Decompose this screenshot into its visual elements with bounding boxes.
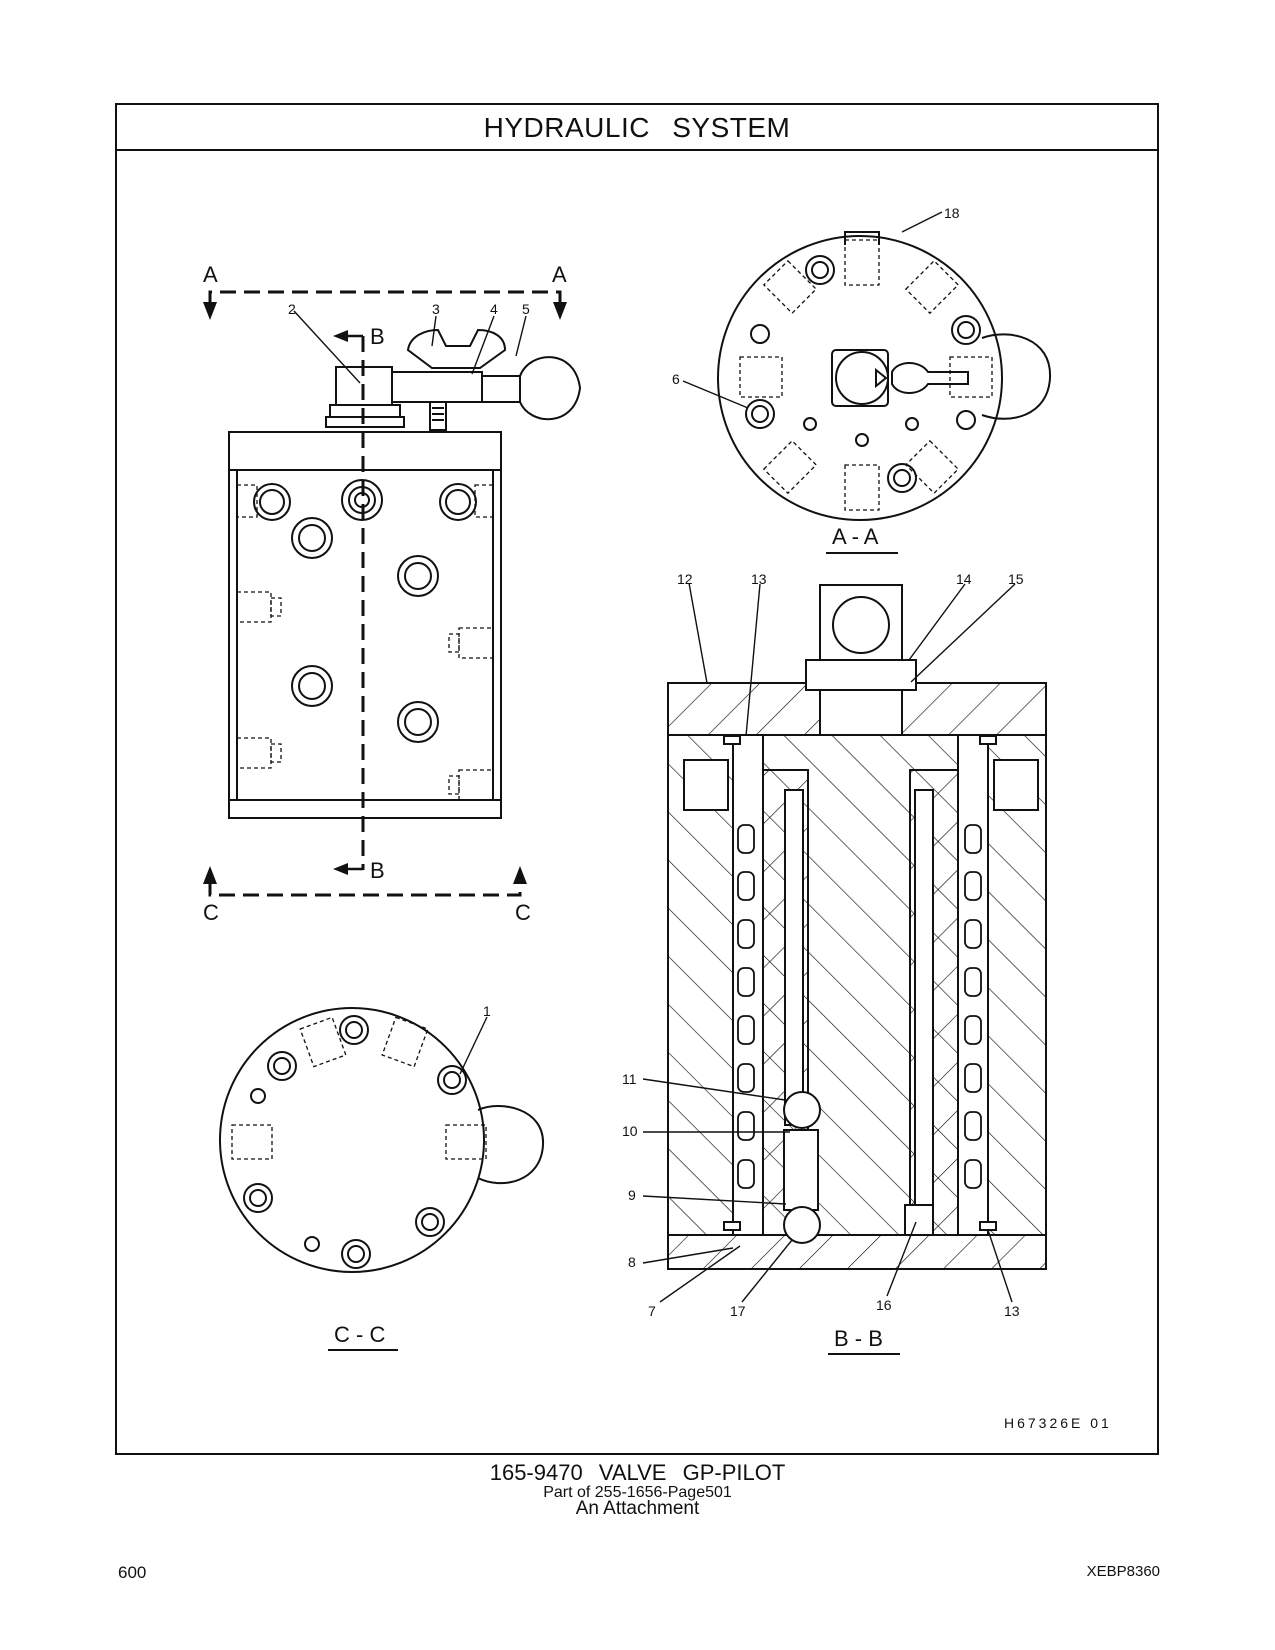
callout-11: 11	[622, 1071, 637, 1087]
section-view-a-a	[717, 231, 1052, 521]
callout-10: 10	[622, 1123, 638, 1139]
section-label-b-top: B	[370, 324, 385, 349]
section-label-a-right: A	[552, 262, 567, 287]
section-view-b-b	[667, 584, 1047, 1270]
callout-9: 9	[628, 1187, 636, 1203]
side-view	[203, 290, 582, 897]
leader-lines	[293, 211, 1016, 1303]
document-code: XEBP8360	[1086, 1563, 1160, 1580]
figure-code: H67326E 01	[1004, 1415, 1112, 1431]
callout-6: 6	[672, 371, 680, 387]
part-subtitle: Part of 255-1656-Page501	[543, 1484, 732, 1501]
callout-4: 4	[490, 301, 498, 317]
attachment-note: An Attachment	[575, 1498, 700, 1519]
callout-numbers: 2 3 4 5 6 18 1 12 13 14 15 11 10 9 8 7 1…	[288, 205, 1024, 1319]
callout-18: 18	[944, 205, 960, 221]
callout-7: 7	[648, 1303, 656, 1319]
callout-16: 16	[876, 1297, 892, 1313]
callout-1: 1	[483, 1003, 491, 1019]
callout-13-bottom: 13	[1004, 1303, 1020, 1319]
section-label-c-left: C	[203, 900, 219, 925]
section-label-c-right: C	[515, 900, 531, 925]
labels: A A B B C C	[203, 262, 567, 925]
callout-2: 2	[288, 301, 296, 317]
page-title: HYDRAULIC SYSTEM	[117, 105, 1157, 151]
part-title: 165-9470 VALVE GP-PILOT	[489, 1460, 786, 1485]
callout-13: 13	[751, 571, 767, 587]
page-number: 600	[118, 1563, 147, 1582]
view-titles: A - A C - C B - B	[328, 524, 900, 1355]
drawing-frame: HYDRAULIC SYSTEM	[115, 103, 1159, 1455]
section-label-b-bottom: B	[370, 858, 385, 883]
callout-17: 17	[730, 1303, 746, 1319]
callout-3: 3	[432, 301, 440, 317]
callout-15: 15	[1008, 571, 1024, 587]
view-title-b-b: B - B	[834, 1326, 883, 1351]
callout-5: 5	[522, 301, 530, 317]
view-title-a-a: A - A	[832, 524, 879, 549]
section-label-a-left: A	[203, 262, 218, 287]
callout-12: 12	[677, 571, 693, 587]
section-view-c-c	[219, 1007, 545, 1273]
view-title-c-c: C - C	[334, 1322, 385, 1347]
callout-14: 14	[956, 571, 972, 587]
callout-8: 8	[628, 1254, 636, 1270]
